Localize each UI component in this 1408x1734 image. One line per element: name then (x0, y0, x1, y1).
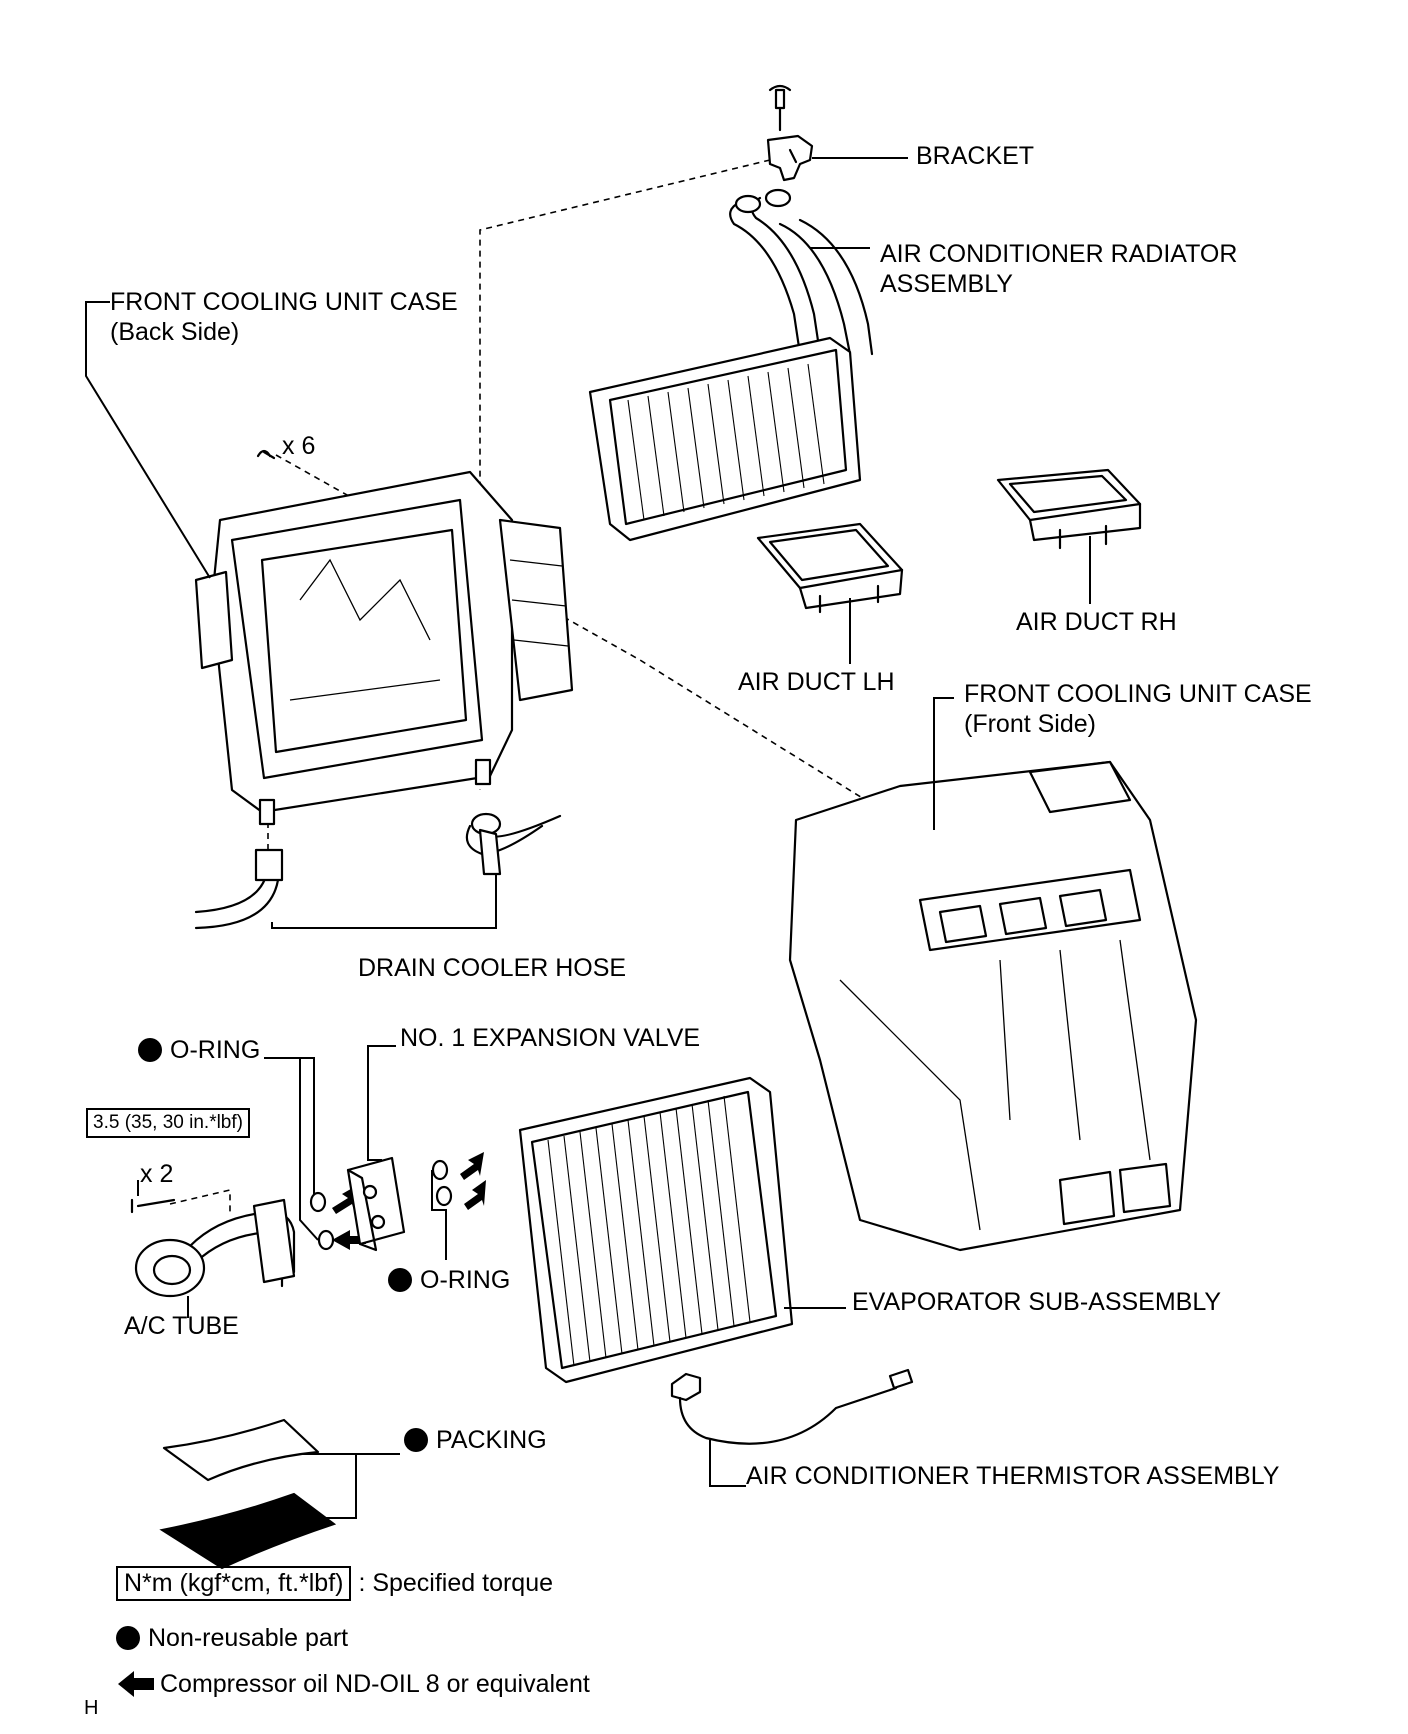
bracket-drawing (766, 84, 908, 182)
oil-arrow-icon (332, 1186, 356, 1214)
label-screw-qty: x 6 (282, 432, 316, 460)
legend-torque-box: N*m (kgf*cm, ft.*lbf) (116, 1566, 352, 1601)
oring-right-drawing (431, 1152, 486, 1260)
oil-arrow-icon (118, 1671, 154, 1697)
case-front-drawing (788, 697, 1198, 1252)
label-evaporator: EVAPORATOR SUB-ASSEMBLY (852, 1288, 1222, 1316)
oil-arrow-icon (332, 1230, 366, 1250)
label-expansion-valve: NO. 1 EXPANSION VALVE (400, 1024, 701, 1052)
label-packing: PACKING (404, 1426, 547, 1455)
label-radiator-line2: ASSEMBLY (880, 270, 1013, 298)
air-duct-rh-drawing (996, 468, 1142, 604)
legend-oil: Compressor oil ND-OIL 8 or equivalent (118, 1670, 590, 1699)
label-case-back-line2: (Back Side) (110, 318, 240, 346)
legend-torque: N*m (kgf*cm, ft.*lbf) : Specified torque (116, 1566, 553, 1601)
nonreusable-dot-icon (404, 1428, 428, 1452)
drain-hose-drawing (194, 812, 562, 930)
label-drain-hose: DRAIN COOLER HOSE (358, 954, 627, 982)
expansion-valve-drawing (346, 1045, 406, 1252)
legend-nonreusable: Non-reusable part (116, 1624, 348, 1653)
packing-drawing (159, 1418, 400, 1570)
radiator-drawing (588, 188, 874, 542)
nonreusable-dot-icon (388, 1268, 412, 1292)
label-bolt-qty: x 2 (140, 1160, 174, 1188)
nonreusable-dot-icon (138, 1038, 162, 1062)
torque-value-box: 3.5 (35, 30 in.*lbf) (86, 1108, 250, 1138)
oil-arrow-icon (460, 1152, 484, 1180)
label-ac-tube: A/C TUBE (124, 1312, 239, 1340)
air-duct-lh-drawing (756, 522, 904, 664)
label-case-front-line1: FRONT COOLING UNIT CASE (964, 680, 1312, 708)
footer-code: H (84, 1697, 99, 1719)
thermistor-drawing (670, 1368, 914, 1487)
label-radiator-line1: AIR CONDITIONER RADIATOR (880, 240, 1238, 268)
nonreusable-dot-icon (116, 1626, 140, 1650)
label-oring-left: O-RING (138, 1036, 260, 1065)
label-case-front-line2: (Front Side) (964, 710, 1096, 738)
label-duct-lh: AIR DUCT LH (738, 668, 895, 696)
oil-arrow-icon (464, 1180, 486, 1210)
oring-left-drawing (264, 1057, 366, 1251)
evaporator-drawing (518, 1076, 846, 1384)
label-thermistor: AIR CONDITIONER THERMISTOR ASSEMBLY (746, 1462, 1280, 1490)
label-bracket: BRACKET (916, 142, 1035, 170)
label-oring-right: O-RING (388, 1266, 510, 1295)
label-duct-rh: AIR DUCT RH (1016, 608, 1177, 636)
ac-tube-drawing (130, 1188, 296, 1318)
legend-torque-desc: : Specified torque (358, 1569, 554, 1597)
label-case-back-line1: FRONT COOLING UNIT CASE (110, 288, 458, 316)
case-back-drawing (85, 301, 574, 826)
